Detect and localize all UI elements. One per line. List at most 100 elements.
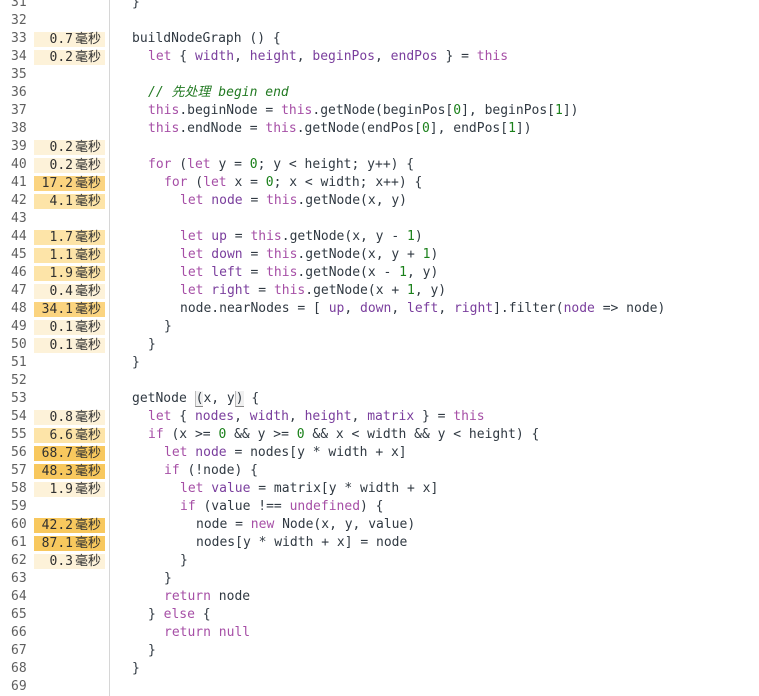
code-text[interactable]: } bbox=[110, 642, 156, 660]
line-number[interactable]: 43 bbox=[11, 211, 27, 226]
code-text[interactable]: } bbox=[110, 0, 140, 12]
code-text[interactable]: } else { bbox=[110, 606, 211, 624]
code-text[interactable] bbox=[110, 12, 132, 30]
line-number[interactable]: 46 bbox=[11, 265, 27, 280]
line-number[interactable]: 51 bbox=[11, 355, 27, 370]
code-text[interactable]: let { nodes, width, height, matrix } = t… bbox=[110, 408, 485, 426]
line-number[interactable]: 38 bbox=[11, 121, 27, 136]
line-number[interactable]: 52 bbox=[11, 373, 27, 388]
line-number[interactable]: 36 bbox=[11, 85, 27, 100]
line-number[interactable]: 61 bbox=[11, 535, 27, 550]
line-number[interactable]: 53 bbox=[11, 391, 27, 406]
code-text[interactable]: nodes[y * width + x] = node bbox=[110, 534, 407, 552]
code-text[interactable]: } bbox=[110, 552, 188, 570]
code-text[interactable]: } bbox=[110, 354, 140, 372]
code-text[interactable]: let node = this.getNode(x, y) bbox=[110, 192, 407, 210]
line-number[interactable]: 39 bbox=[11, 139, 27, 154]
line-number[interactable]: 37 bbox=[11, 103, 27, 118]
code-text[interactable] bbox=[110, 210, 132, 228]
code-line[interactable]: 53 getNode (x, y) { bbox=[0, 390, 759, 408]
code-text[interactable]: this.endNode = this.getNode(endPos[0], e… bbox=[110, 120, 532, 138]
code-text[interactable]: return null bbox=[110, 624, 250, 642]
code-text[interactable]: let down = this.getNode(x, y + 1) bbox=[110, 246, 438, 264]
code-text[interactable]: let left = this.getNode(x - 1, y) bbox=[110, 264, 438, 282]
line-number[interactable]: 58 bbox=[11, 481, 27, 496]
line-number[interactable]: 47 bbox=[11, 283, 27, 298]
code-text[interactable]: for (let y = 0; y < height; y++) { bbox=[110, 156, 414, 174]
line-number[interactable]: 33 bbox=[11, 31, 27, 46]
code-text[interactable]: let { width, height, beginPos, endPos } … bbox=[110, 48, 508, 66]
code-line[interactable]: 51} bbox=[0, 354, 759, 372]
line-number[interactable]: 60 bbox=[11, 517, 27, 532]
line-number[interactable]: 57 bbox=[11, 463, 27, 478]
line-number[interactable]: 49 bbox=[11, 319, 27, 334]
line-number[interactable]: 42 bbox=[11, 193, 27, 208]
code-text[interactable]: let up = this.getNode(x, y - 1) bbox=[110, 228, 423, 246]
code-line[interactable]: 35 bbox=[0, 66, 759, 84]
code-text[interactable]: node.nearNodes = [ up, down, left, right… bbox=[110, 300, 665, 318]
code-text[interactable]: } bbox=[110, 660, 140, 678]
code-text[interactable]: if (value !== undefined) { bbox=[110, 498, 384, 516]
code-line[interactable]: 32 bbox=[0, 12, 759, 30]
code-text[interactable] bbox=[110, 372, 132, 390]
line-number[interactable]: 55 bbox=[11, 427, 27, 442]
line-number[interactable]: 40 bbox=[11, 157, 27, 172]
code-text[interactable]: if (!node) { bbox=[110, 462, 258, 480]
line-number[interactable]: 63 bbox=[11, 571, 27, 586]
code-text[interactable]: let value = matrix[y * width + x] bbox=[110, 480, 438, 498]
code-line[interactable]: 37 this.beginNode = this.getNode(beginPos… bbox=[0, 102, 759, 120]
line-number[interactable]: 54 bbox=[11, 409, 27, 424]
line-number[interactable]: 41 bbox=[11, 175, 27, 190]
code-line[interactable]: 68} bbox=[0, 660, 759, 678]
line-number[interactable]: 67 bbox=[11, 643, 27, 658]
code-text[interactable]: buildNodeGraph () { bbox=[110, 30, 281, 48]
code-text[interactable]: node = new Node(x, y, value) bbox=[110, 516, 415, 534]
line-number[interactable]: 45 bbox=[11, 247, 27, 262]
code-line[interactable]: 36 // 先处理 begin end bbox=[0, 84, 759, 102]
code-text[interactable]: // 先处理 begin end bbox=[110, 84, 289, 102]
line-number[interactable]: 34 bbox=[11, 49, 27, 64]
code-text[interactable]: } bbox=[110, 570, 172, 588]
line-number[interactable]: 35 bbox=[11, 67, 27, 82]
code-line[interactable]: 66 return null bbox=[0, 624, 759, 642]
line-number[interactable]: 62 bbox=[11, 553, 27, 568]
code-text[interactable]: for (let x = 0; x < width; x++) { bbox=[110, 174, 422, 192]
code-text[interactable]: this.beginNode = this.getNode(beginPos[0… bbox=[110, 102, 579, 120]
code-text[interactable] bbox=[110, 66, 132, 84]
code-line[interactable]: 65 } else { bbox=[0, 606, 759, 624]
line-number[interactable]: 65 bbox=[11, 607, 27, 622]
code-text[interactable]: if (x >= 0 && y >= 0 && x < width && y <… bbox=[110, 426, 539, 444]
code-text[interactable]: let right = this.getNode(x + 1, y) bbox=[110, 282, 446, 300]
line-number[interactable]: 50 bbox=[11, 337, 27, 352]
code-text[interactable]: return node bbox=[110, 588, 250, 606]
code-text[interactable] bbox=[110, 678, 132, 696]
code-line[interactable]: 38 this.endNode = this.getNode(endPos[0],… bbox=[0, 120, 759, 138]
line-number[interactable]: 32 bbox=[11, 13, 27, 28]
line-number[interactable]: 31 bbox=[11, 0, 27, 10]
code-text[interactable]: let node = nodes[y * width + x] bbox=[110, 444, 407, 462]
code-line[interactable]: 63} bbox=[0, 570, 759, 588]
code-text[interactable]: getNode (x, y) { bbox=[110, 390, 259, 408]
code-line[interactable]: 31} bbox=[0, 0, 759, 12]
line-number[interactable]: 68 bbox=[11, 661, 27, 676]
code-line[interactable]: 67} bbox=[0, 642, 759, 660]
line-number[interactable]: 66 bbox=[11, 625, 27, 640]
